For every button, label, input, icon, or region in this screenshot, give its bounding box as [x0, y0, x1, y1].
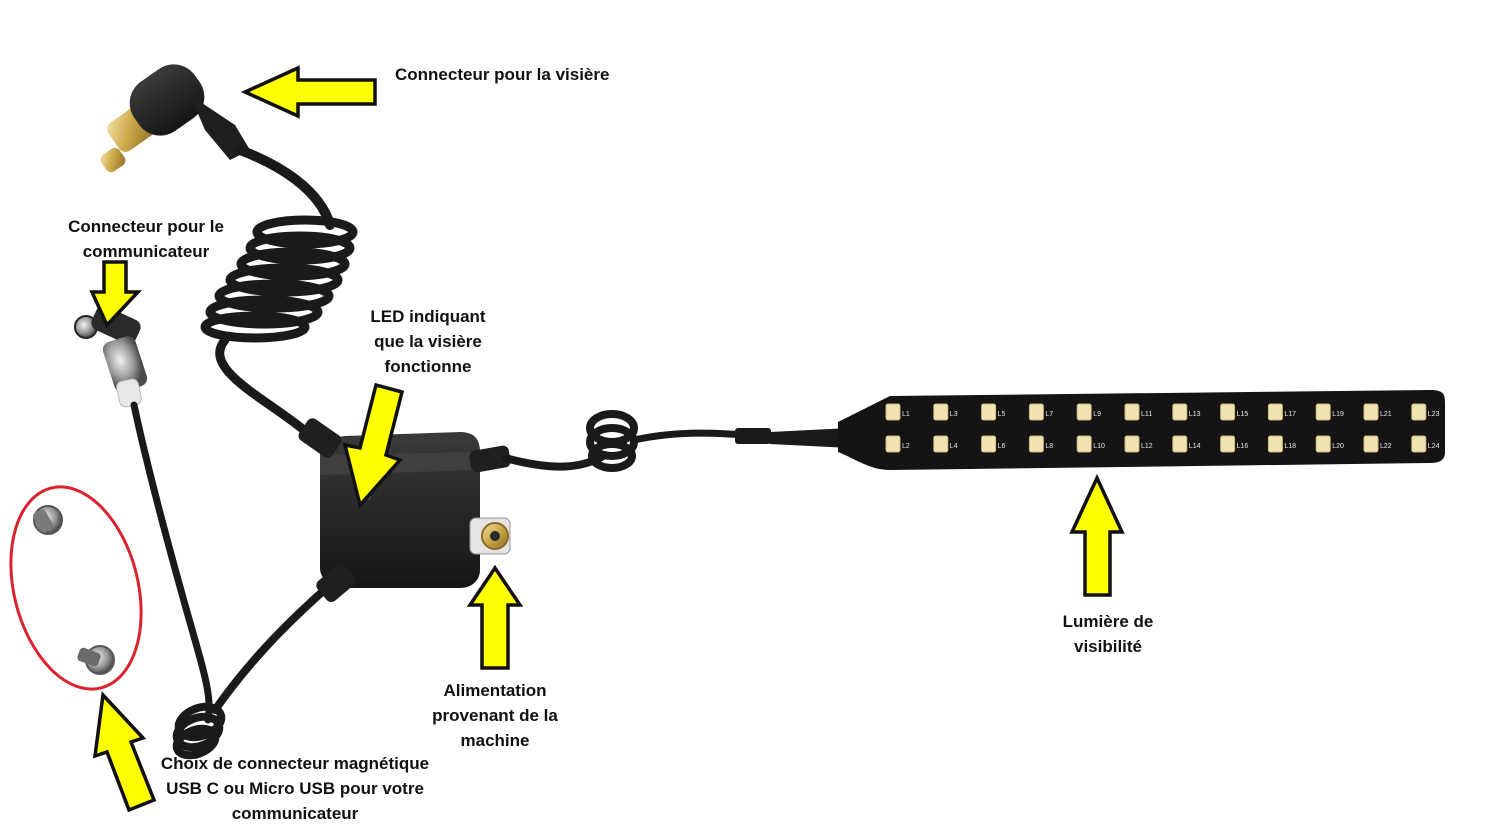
label-visibility-light: Lumière de visibilité: [1038, 609, 1178, 659]
magnetic-tip-micro-usb: [77, 645, 115, 675]
led-chip: [1220, 403, 1236, 421]
coiled-cable-top: [235, 145, 335, 230]
led-label: L10: [1093, 443, 1105, 450]
led-label: L1: [902, 411, 910, 418]
label-line: machine: [460, 731, 530, 750]
led-label: L9: [1093, 411, 1101, 418]
led-label: L11: [1141, 411, 1152, 418]
label-line: USB C ou Micro USB pour votre: [166, 779, 424, 798]
label-line: Alimentation: [443, 681, 547, 700]
led-chip: [1076, 435, 1092, 453]
highlight-ellipse: [9, 485, 143, 691]
label-communicator-connector: Connecteur pour le communicateur: [46, 214, 246, 264]
led-label: L4: [950, 443, 958, 450]
label-visor-connector-text: Connecteur pour la visière: [395, 65, 610, 84]
led-chip: [1363, 403, 1379, 421]
led-chip: [1315, 403, 1331, 421]
led-chip: [885, 435, 901, 453]
led-label: L12: [1141, 443, 1153, 450]
arrows: [89, 65, 1125, 813]
communicator-cable: [130, 401, 213, 724]
led-chip: [1220, 435, 1236, 453]
led-label: L21: [1380, 411, 1392, 418]
cable-coil-top: [200, 215, 358, 343]
label-magnetic-choice: Choix de connecteur magnétique USB C ou …: [140, 751, 450, 826]
led-label: L24: [1428, 443, 1440, 450]
led-chip: [981, 403, 997, 421]
arrow-led-indicator: [342, 382, 405, 509]
arrow-magnetic-choice: [92, 691, 157, 813]
label-line: Lumière de: [1062, 612, 1154, 631]
led-chip: [1124, 435, 1140, 453]
led-chip: [933, 403, 949, 421]
led-label: L17: [1284, 411, 1296, 418]
arrow-visor-connector: [240, 65, 377, 119]
led-chip: [1315, 435, 1331, 453]
led-label: L14: [1189, 443, 1201, 450]
led-chip: [1172, 403, 1188, 421]
led-label: L16: [1237, 443, 1249, 450]
led-chip: [885, 403, 901, 421]
led-chip: [1267, 403, 1283, 421]
led-chip: [1124, 403, 1140, 421]
led-label: L22: [1380, 443, 1392, 450]
label-power-supply: Alimentation provenant de la machine: [410, 678, 580, 753]
arrow-power-supply: [466, 564, 524, 670]
led-label: L15: [1237, 411, 1249, 418]
led-chip: [1411, 403, 1427, 421]
led-label: L2: [902, 443, 910, 450]
label-line: visibilité: [1073, 637, 1143, 656]
heatshrink-sleeve: [735, 428, 771, 444]
led-chip: [1028, 403, 1044, 421]
label-line: Connecteur pour le: [68, 217, 224, 236]
led-chip: [933, 435, 949, 453]
label-line: que la visière: [374, 332, 482, 351]
led-chip: [1363, 435, 1379, 453]
led-label: L5: [998, 411, 1006, 418]
led-chip: [1172, 435, 1188, 453]
led-chip: [1267, 435, 1283, 453]
arrow-visibility-light: [1069, 473, 1125, 597]
label-led-indicator: LED indiquant que la visière fonctionne: [348, 304, 508, 379]
led-label: L6: [998, 443, 1006, 450]
label-line: communicateur: [82, 242, 210, 261]
label-line: fonctionne: [384, 357, 472, 376]
led-label: L20: [1332, 443, 1344, 450]
visor-rca-connector: [100, 64, 250, 173]
led-chip: [981, 435, 997, 453]
label-visor-connector: Connecteur pour la visière: [395, 62, 609, 87]
led-label: L13: [1189, 411, 1201, 418]
led-chip: [1076, 403, 1092, 421]
cable-coil-right: [586, 410, 638, 472]
cable-coil-bottom: [172, 702, 226, 760]
label-line: communicateur: [231, 804, 359, 823]
central-hub: [298, 418, 511, 603]
led-label: L23: [1428, 411, 1440, 418]
led-label: L7: [1045, 411, 1053, 418]
label-line: provenant de la: [432, 706, 558, 725]
led-label: L8: [1045, 443, 1053, 450]
led-chip: [1028, 435, 1044, 453]
arrow-communicator-connector: [89, 260, 143, 329]
led-label: L19: [1332, 411, 1344, 418]
led-chip: [1411, 435, 1427, 453]
label-line: LED indiquant: [370, 307, 486, 326]
label-line: Choix de connecteur magnétique: [160, 754, 430, 773]
led-label: L3: [950, 411, 958, 418]
led-label: L18: [1284, 443, 1296, 450]
magnetic-tip-usb-c: [32, 505, 63, 535]
